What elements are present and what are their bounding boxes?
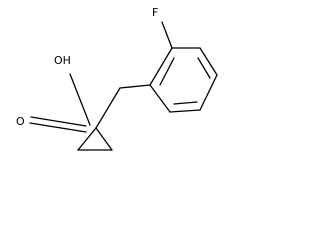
bond-c-oh (69, 73, 91, 126)
bond-benzene-inner-3 (173, 101, 198, 105)
fluorine-label: F (152, 6, 158, 19)
bond-ring-2 (95, 127, 113, 151)
bond-ring-1 (77, 127, 97, 151)
bond-c-o-double-2 (29, 122, 87, 133)
bond-benzene-6 (149, 84, 171, 113)
hydroxyl-label: OH (54, 54, 71, 67)
bond-benzene-4 (199, 74, 218, 111)
bond-benzene-inner-2 (197, 57, 211, 79)
bond-benzene-1 (149, 47, 173, 86)
carbonyl-oxygen-label: O (16, 115, 25, 128)
structure-diagram: F OH O (16, 6, 218, 151)
bond-benzene-inner-1 (159, 57, 175, 86)
bond-benzene-3 (199, 47, 218, 76)
bond-c-ch2 (95, 87, 121, 129)
bond-ch2-ring (119, 84, 151, 89)
bond-c-o-double-1 (30, 116, 87, 127)
bond-benzene-5 (169, 109, 201, 113)
bond-c-f (161, 21, 173, 49)
